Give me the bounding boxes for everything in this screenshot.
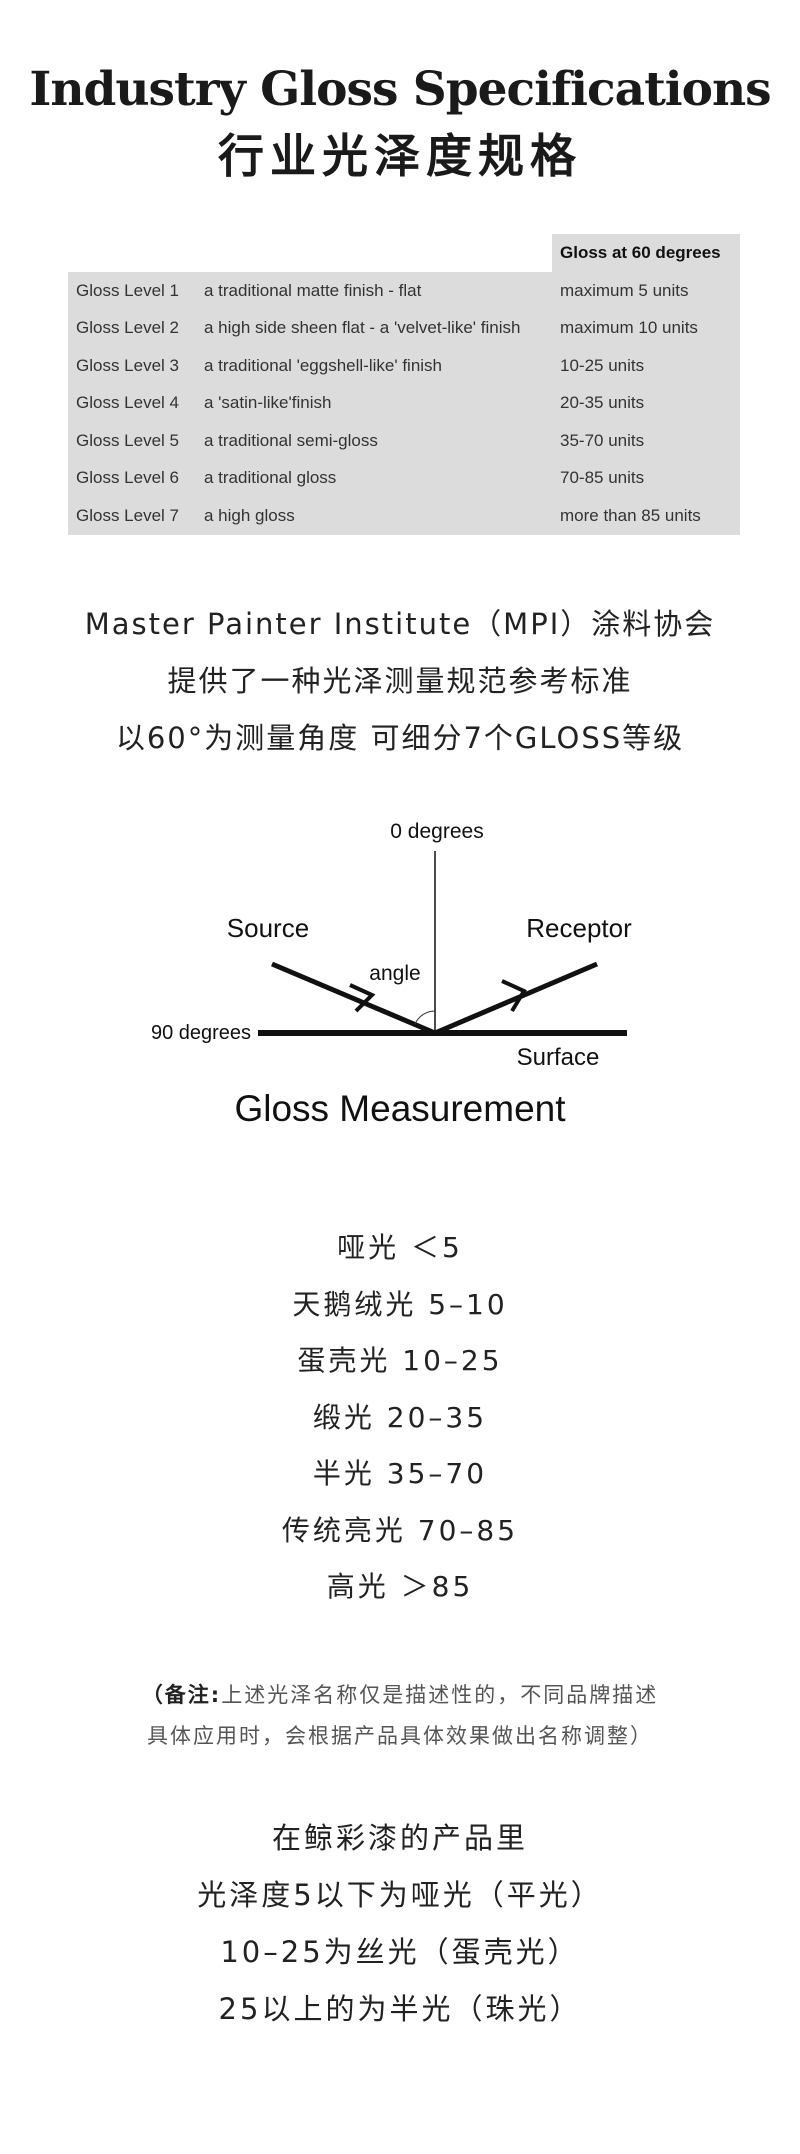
gloss-measurement-diagram: 0 degrees Source Receptor angle 90 degre… [151, 820, 632, 1129]
description-cell: a 'satin-like'finish [196, 384, 552, 422]
gloss-level-cell: Gloss Level 3 [68, 347, 196, 385]
intro-text: Master Painter Institute（MPI）涂料协会 提供了一种光… [0, 596, 800, 767]
receptor-label: Receptor [526, 913, 632, 943]
gloss-level-cell: Gloss Level 2 [68, 309, 196, 347]
gloss-level-cell: Gloss Level 4 [68, 384, 196, 422]
table-header-row: Gloss at 60 degrees [68, 234, 740, 272]
description-cell: a high gloss [196, 497, 552, 535]
table-row: Gloss Level 6 a traditional gloss 70-85 … [68, 459, 740, 497]
page-title-english: Industry Gloss Specifications [29, 62, 771, 117]
ninety-degrees-label: 90 degrees [151, 1022, 251, 1044]
gloss-level-cell: Gloss Level 5 [68, 422, 196, 460]
remark-note: （备注:上述光泽名称仅是描述性的，不同品牌描述 具体应用时，会根据产品具体效果做… [0, 1675, 800, 1757]
description-cell: a high side sheen flat - a 'velvet-like'… [196, 309, 552, 347]
list-item: 半光 35–70 [312, 1457, 488, 1490]
list-item: 传统亮光 70–85 [281, 1513, 519, 1547]
gloss-spec-table: Gloss at 60 degrees Gloss Level 1 a trad… [68, 234, 740, 535]
closing-text: 在鲸彩漆的产品里 光泽度5以下为哑光（平光） 10–25为丝光（蛋壳光） 25以… [0, 1810, 800, 2038]
angle-arc [414, 1010, 436, 1025]
receptor-arrow-icon [501, 979, 527, 1013]
gloss-level-cell: Gloss Level 7 [68, 497, 196, 535]
zero-degrees-label: 0 degrees [390, 820, 483, 843]
gloss-value-cell: 70-85 units [552, 459, 740, 497]
closing-line: 10–25为丝光（蛋壳光） [220, 1935, 580, 1969]
gloss-value-cell: 20-35 units [552, 384, 740, 422]
list-item: 天鹅绒光 5–10 [292, 1287, 508, 1321]
source-arrow-icon [349, 983, 376, 1013]
source-ray [271, 961, 436, 1036]
table-header-empty [196, 234, 552, 272]
table-row: Gloss Level 7 a high gloss more than 85 … [68, 497, 740, 535]
gloss-value-cell: maximum 5 units [552, 272, 740, 310]
note-line-1: （备注:上述光泽名称仅是描述性的，不同品牌描述 [0, 1675, 800, 1716]
description-cell: a traditional 'eggshell-like' finish [196, 347, 552, 385]
angle-label: angle [369, 962, 420, 985]
table-row: Gloss Level 3 a traditional 'eggshell-li… [68, 347, 740, 385]
intro-line: 提供了一种光泽测量规范参考标准 [167, 664, 633, 698]
closing-line: 25以上的为半光（珠光） [218, 1992, 582, 2026]
table-row: Gloss Level 2 a high side sheen flat - a… [68, 309, 740, 347]
diagram-caption: Gloss Measurement [234, 1088, 566, 1129]
list-item: 缎光 20–35 [312, 1400, 488, 1434]
table-row: Gloss Level 4 a 'satin-like'finish 20-35… [68, 384, 740, 422]
source-label: Source [227, 913, 309, 943]
gloss-value-cell: maximum 10 units [552, 309, 740, 347]
gloss-value-cell: more than 85 units [552, 497, 740, 535]
gloss-level-cell: Gloss Level 1 [68, 272, 196, 310]
table-header-empty [68, 234, 196, 272]
gloss-value-cell: 35-70 units [552, 422, 740, 460]
receptor-ray [434, 961, 598, 1036]
note-prefix: （备注: [141, 1683, 222, 1707]
note-line-2: 具体应用时，会根据产品具体效果做出名称调整） [147, 1724, 653, 1748]
surface-label: Surface [517, 1044, 600, 1071]
list-item: 蛋壳光 10–25 [297, 1344, 503, 1377]
list-item: 哑光 ＜5 [337, 1231, 463, 1264]
gloss-level-cell: Gloss Level 6 [68, 459, 196, 497]
note-text: 上述光泽名称仅是描述性的，不同品牌描述 [221, 1683, 659, 1707]
description-cell: a traditional semi-gloss [196, 422, 552, 460]
description-cell: a traditional gloss [196, 459, 552, 497]
gloss-value-cell: 10-25 units [552, 347, 740, 385]
table-row: Gloss Level 1 a traditional matte finish… [68, 272, 740, 310]
gloss-level-list: 哑光 ＜5 天鹅绒光 5–10 蛋壳光 10–25 缎光 20–35 半光 35… [0, 1220, 800, 1616]
intro-line: 以60°为测量角度 可细分7个GLOSS等级 [115, 721, 685, 755]
description-cell: a traditional matte finish - flat [196, 272, 552, 310]
table-row: Gloss Level 5 a traditional semi-gloss 3… [68, 422, 740, 460]
table-header-gloss: Gloss at 60 degrees [552, 234, 740, 272]
closing-line: 在鲸彩漆的产品里 [271, 1821, 528, 1855]
list-item: 高光 ＞85 [326, 1570, 474, 1603]
intro-line: Master Painter Institute（MPI）涂料协会 [84, 607, 716, 641]
closing-line: 光泽度5以下为哑光（平光） [197, 1878, 603, 1912]
page-title-chinese: 行业光泽度规格 [218, 129, 582, 183]
